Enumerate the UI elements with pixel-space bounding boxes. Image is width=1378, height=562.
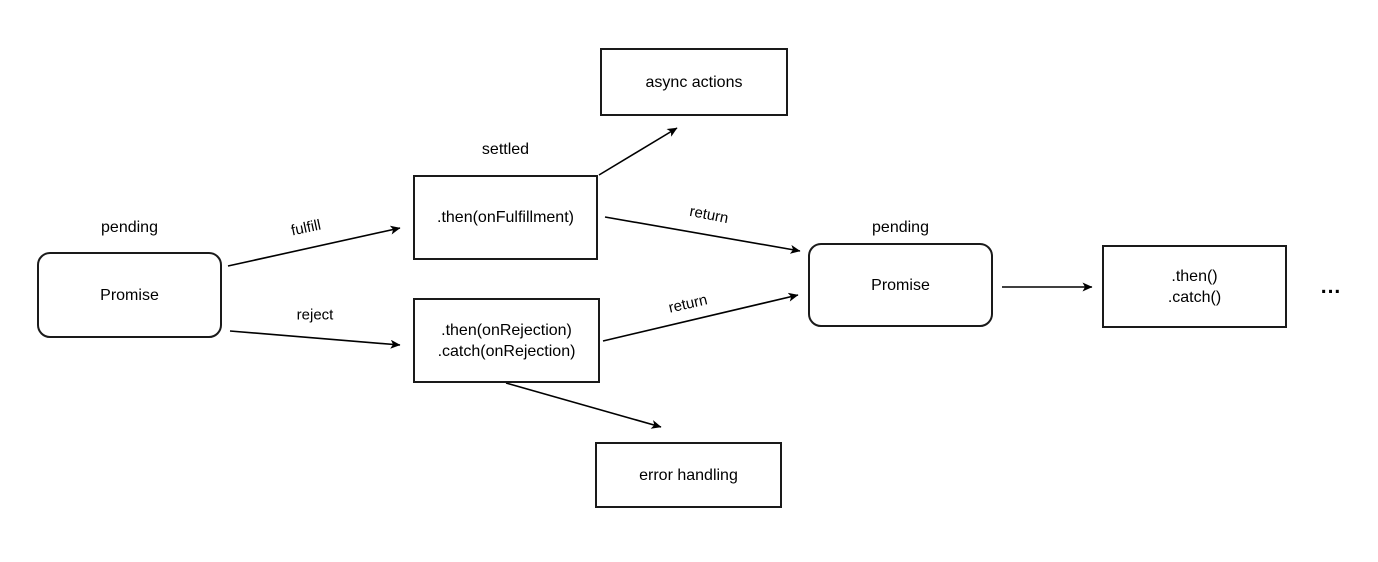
edge-fulfill: [227, 225, 401, 267]
node-then-catch-line2: .catch(): [1167, 288, 1222, 306]
continuation-ellipsis: ...: [1320, 275, 1342, 298]
edge-reject: [229, 330, 401, 349]
node-then-onfulfillment-label: .then(onFulfillment): [437, 209, 574, 226]
node-then-onrejection-line2: .catch(onRejection): [437, 342, 576, 360]
edge-return-top: [604, 216, 801, 254]
then-fulfillment-state-label: settled: [481, 141, 530, 158]
edge-to-async-actions: [598, 127, 678, 176]
node-async-actions-label: async actions: [645, 73, 743, 91]
node-then-onfulfillment: .then(onFulfillment): [413, 175, 598, 260]
node-promise-2: Promise: [808, 243, 993, 327]
node-promise-1-label: Promise: [100, 286, 159, 304]
node-promise-2-label: Promise: [871, 276, 930, 294]
node-promise-1: Promise: [37, 252, 222, 338]
node-error-handling-label: error handling: [639, 466, 738, 484]
edge-return-bottom: [602, 292, 799, 342]
node-then-onrejection: .then(onRejection) .catch(onRejection): [413, 298, 600, 383]
promise1-state-label: pending: [101, 219, 158, 236]
node-error-handling: error handling: [595, 442, 782, 508]
node-then-onrejection-line1: .then(onRejection): [441, 321, 572, 339]
edge-to-error-handling: [505, 382, 662, 429]
promise2-state-label: pending: [872, 219, 929, 236]
node-async-actions: async actions: [600, 48, 788, 116]
edge-label-reject: reject: [296, 306, 334, 324]
node-then-catch-line1: .then(): [1171, 267, 1218, 285]
node-then-catch: .then() .catch(): [1102, 245, 1287, 328]
